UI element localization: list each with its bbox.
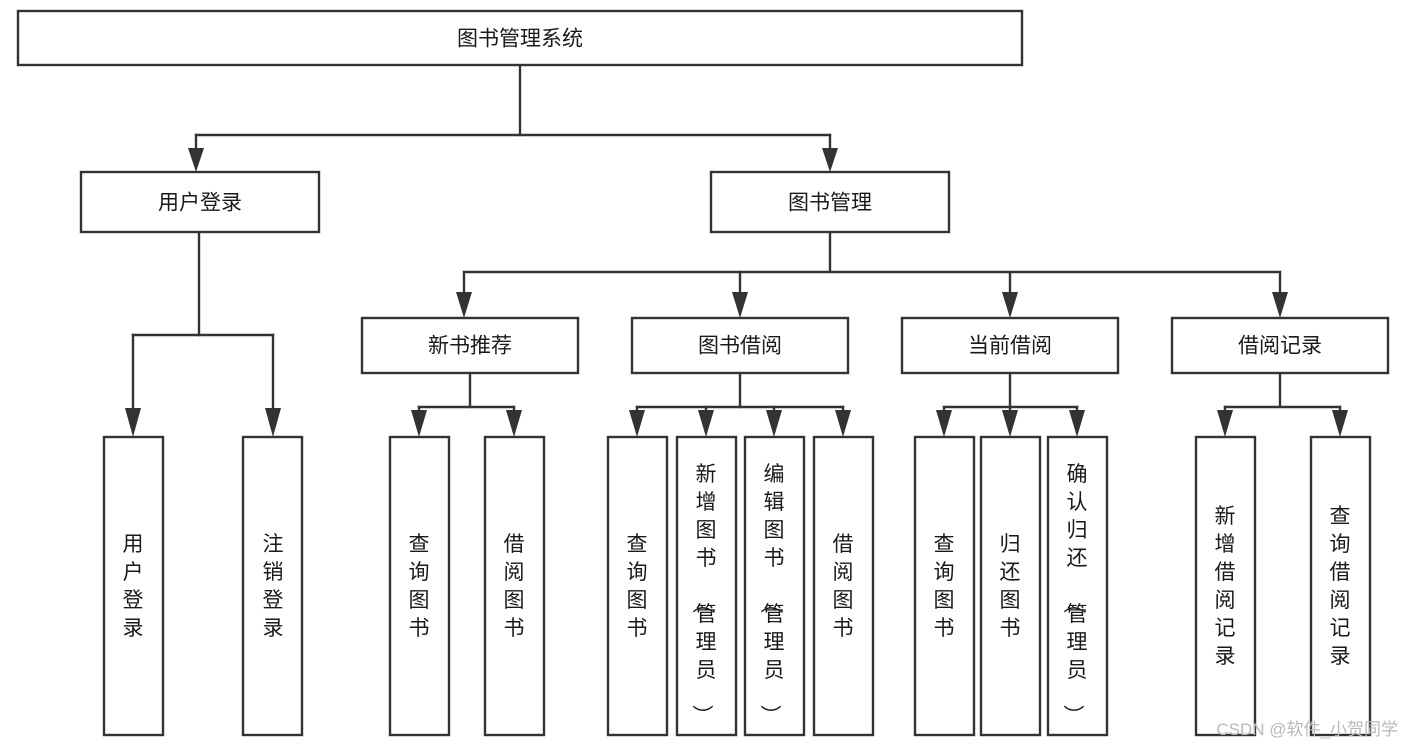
leaf-query-book-2-label: 查询图书 — [627, 533, 648, 640]
leaf-query-record-box[interactable] — [1309, 435, 1372, 737]
arrow-icon-to-leaf-edit-book — [766, 410, 782, 437]
leaf-node-edit-book[interactable]: 编辑图书（管理员） — [743, 435, 806, 737]
leaf-return-book-box[interactable] — [979, 435, 1042, 737]
leaf-user-login-box[interactable] — [102, 435, 165, 737]
node-new-book-recommend-label: 新书推荐 — [428, 335, 512, 358]
leaf-query-record-label: 查询借阅记录 — [1330, 505, 1351, 668]
arrow-icon-to-leaf-add-book — [698, 410, 714, 437]
node-current-borrow-label: 当前借阅 — [968, 335, 1052, 358]
arrow-icon-to-leaf-query-book-1 — [411, 410, 427, 437]
node-book-manage[interactable]: 图书管理 — [709, 170, 951, 234]
leaf-node-borrow-book-2[interactable]: 借阅图书 — [812, 435, 875, 737]
leaf-return-book-label: 归还图书 — [1000, 533, 1021, 640]
arrow-icon-to-leaf-confirm-return — [1069, 410, 1085, 437]
node-user-login-label: 用户登录 — [158, 192, 242, 215]
arrow-icon-to-leaf-query-book-3 — [936, 410, 952, 437]
leaf-borrow-book-1-label: 借阅图书 — [504, 533, 525, 640]
arrow-icon-to-leaf-query-book-2 — [629, 410, 645, 437]
leaf-add-record-box[interactable] — [1194, 435, 1257, 737]
node-borrow-record-label: 借阅记录 — [1238, 335, 1322, 358]
connectors-book-manage-to-level3 — [456, 230, 1288, 318]
leaf-add-book-box[interactable] — [675, 435, 738, 737]
leaf-node-query-book-1[interactable]: 查询图书 — [388, 435, 451, 737]
connectors-new-book-recommend-to-leaves — [411, 371, 522, 437]
leaf-user-login-label: 用户登录 — [123, 533, 144, 640]
node-book-manage-box[interactable] — [709, 170, 951, 234]
leaf-node-user-logout[interactable]: 注销登录 — [241, 435, 304, 737]
connectors-root-to-level2 — [188, 63, 838, 172]
node-new-book-recommend-box[interactable] — [360, 316, 580, 375]
leaf-node-user-login[interactable]: 用户登录 — [102, 435, 165, 737]
leaf-borrow-book-2-box[interactable] — [812, 435, 875, 737]
node-root-box[interactable] — [16, 9, 1024, 67]
arrow-icon-to-leaf-user-logout — [265, 408, 281, 437]
node-book-manage-label: 图书管理 — [788, 192, 872, 215]
arrow-icon-to-book-manage — [822, 148, 838, 172]
csdn-watermark: CSDN @软件_小贺同学 — [1216, 720, 1398, 739]
arrow-icon-to-user-login — [188, 148, 204, 172]
leaf-node-query-book-3[interactable]: 查询图书 — [913, 435, 976, 737]
leaf-query-book-1-box[interactable] — [388, 435, 451, 737]
leaf-query-book-2-box[interactable] — [606, 435, 669, 737]
arrow-icon-to-borrow-record — [1272, 292, 1288, 318]
leaf-add-book-label: 新增图书（管理员） — [691, 463, 717, 726]
leaf-node-borrow-book-1[interactable]: 借阅图书 — [483, 435, 546, 737]
node-user-login-box[interactable] — [79, 170, 321, 234]
leaf-add-record-label: 新增借阅记录 — [1215, 505, 1236, 668]
leaf-query-book-3-label: 查询图书 — [934, 533, 955, 640]
connectors-current-borrow-to-leaves — [936, 371, 1085, 437]
leaf-borrow-book-1-box[interactable] — [483, 435, 546, 737]
node-book-borrow[interactable]: 图书借阅 — [630, 316, 850, 375]
node-current-borrow[interactable]: 当前借阅 — [900, 316, 1120, 375]
arrow-icon-to-new-book-recommend — [456, 292, 472, 318]
node-borrow-record-box[interactable] — [1170, 316, 1390, 375]
node-user-login[interactable]: 用户登录 — [79, 170, 321, 234]
arrow-icon-to-current-borrow — [1002, 292, 1018, 318]
leaf-edit-book-label: 编辑图书（管理员） — [759, 463, 785, 726]
arrow-icon-to-leaf-borrow-book-2 — [835, 410, 851, 437]
leaf-node-add-book[interactable]: 新增图书（管理员） — [675, 435, 738, 737]
connectors-user-login-to-leaves — [125, 230, 281, 437]
leaf-confirm-return-label: 确认归还（管理员） — [1062, 463, 1088, 726]
node-book-borrow-label: 图书借阅 — [698, 335, 782, 358]
leaf-node-return-book[interactable]: 归还图书 — [979, 435, 1042, 737]
leaf-query-book-1-label: 查询图书 — [409, 533, 430, 640]
arrow-icon-to-leaf-return-book — [1002, 410, 1018, 437]
node-new-book-recommend[interactable]: 新书推荐 — [360, 316, 580, 375]
leaf-node-add-record[interactable]: 新增借阅记录 — [1194, 435, 1257, 737]
arrow-icon-to-leaf-user-login — [125, 408, 141, 437]
connectors-borrow-record-to-leaves — [1217, 371, 1348, 437]
arrow-icon-to-leaf-query-record — [1332, 410, 1348, 437]
leaf-edit-book-box[interactable] — [743, 435, 806, 737]
leaf-user-logout-label: 注销登录 — [263, 533, 284, 640]
node-current-borrow-box[interactable] — [900, 316, 1120, 375]
arrow-icon-to-leaf-borrow-book-1 — [506, 410, 522, 437]
leaf-query-book-3-box[interactable] — [913, 435, 976, 737]
arrow-icon-to-book-borrow — [732, 292, 748, 318]
node-borrow-record[interactable]: 借阅记录 — [1170, 316, 1390, 375]
leaf-borrow-book-2-label: 借阅图书 — [833, 533, 854, 640]
node-root-book-management-system[interactable]: 图书管理系统 — [16, 9, 1024, 67]
arrow-icon-to-leaf-add-record — [1217, 410, 1233, 437]
leaf-confirm-return-box[interactable] — [1046, 435, 1109, 737]
connectors-book-borrow-to-leaves — [629, 371, 851, 437]
node-book-borrow-box[interactable] — [630, 316, 850, 375]
leaf-node-query-book-2[interactable]: 查询图书 — [606, 435, 669, 737]
leaf-user-logout-box[interactable] — [241, 435, 304, 737]
node-root-label: 图书管理系统 — [457, 28, 583, 51]
leaf-node-confirm-return[interactable]: 确认归还（管理员） — [1046, 435, 1109, 737]
leaf-node-query-record[interactable]: 查询借阅记录 — [1309, 435, 1372, 737]
